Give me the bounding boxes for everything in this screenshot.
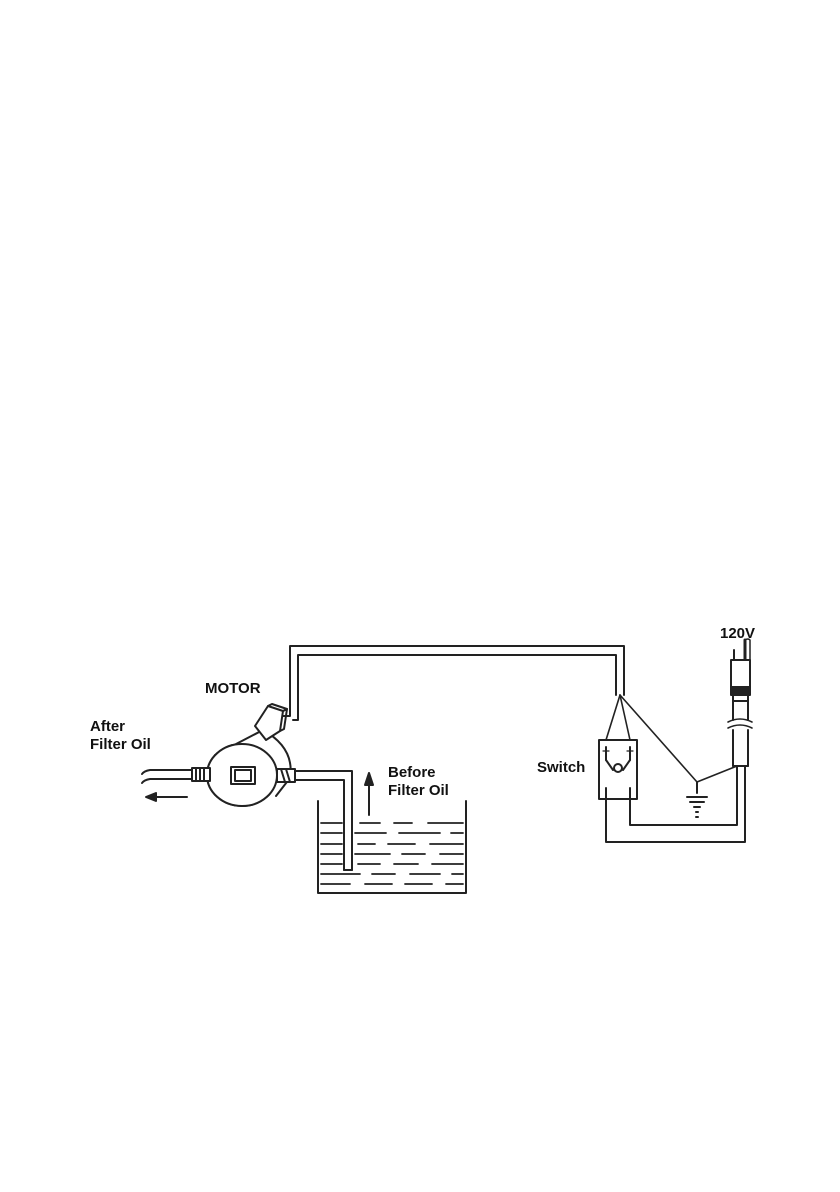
motor-label: MOTOR [205,680,261,698]
outlet-hose [142,770,192,783]
after-filter-oil-line2: Filter Oil [90,736,151,754]
before-filter-oil-line1: Before [388,764,449,782]
switch-label: Switch [537,759,585,777]
flow-arrow-icon [365,773,373,815]
oil-tank-icon [318,801,466,893]
plug-icon [728,639,752,766]
voltage-label: 120V [720,625,755,643]
before-filter-oil-label: Before Filter Oil [388,764,449,800]
motor-icon [192,704,295,806]
flow-arrow-icon [146,793,187,801]
inlet-hose [295,771,352,870]
after-filter-oil-line1: After [90,718,151,736]
after-filter-oil-label: After Filter Oil [90,718,151,754]
ground-icon [687,766,737,817]
switch-icon [599,740,637,799]
motor-cable [283,646,624,720]
before-filter-oil-line2: Filter Oil [388,782,449,800]
